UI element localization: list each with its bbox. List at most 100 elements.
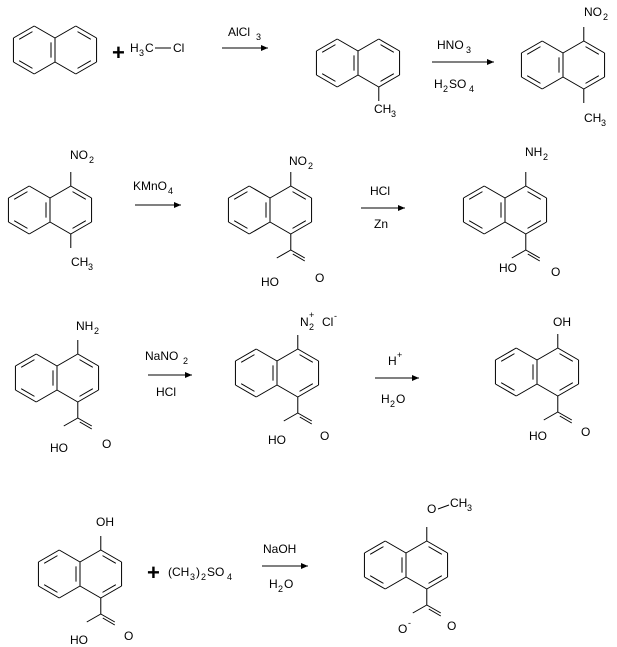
mol11-o-label: O xyxy=(447,619,456,633)
ring-bond xyxy=(336,74,359,88)
4-hydroxy-1-naphthoic-acid-start xyxy=(37,536,123,626)
svg-text:O: O xyxy=(398,622,407,636)
ring-bond xyxy=(228,221,250,235)
ring-bond xyxy=(56,389,79,403)
ring-bond xyxy=(49,185,72,199)
carboxyl-oh-bond xyxy=(276,249,292,259)
carboxyl-co-double-bond xyxy=(292,253,306,262)
mol9-ho-label: HO xyxy=(529,429,547,443)
ring-bond xyxy=(495,347,517,361)
ring-bond xyxy=(290,221,312,235)
svg-text:CH: CH xyxy=(374,102,391,116)
svg-text:2: 2 xyxy=(543,152,548,162)
ring-bond xyxy=(515,383,538,397)
ring-bond xyxy=(235,348,257,362)
ring-bond xyxy=(235,384,257,398)
double-bond xyxy=(527,191,542,200)
double-bond xyxy=(240,383,255,392)
ring-bond xyxy=(316,74,338,88)
ring-bond xyxy=(525,221,547,235)
ring-bond xyxy=(364,540,386,554)
mol9-o-label: O xyxy=(581,425,590,439)
svg-text:NO: NO xyxy=(584,5,602,19)
double-bond xyxy=(233,220,248,229)
svg-text:-: - xyxy=(408,618,411,628)
ring-bond xyxy=(557,347,579,361)
ring-bond xyxy=(38,549,60,563)
mc-h: H xyxy=(130,41,139,55)
mc-cl: Cl xyxy=(173,41,184,55)
mol7-o-label: O xyxy=(102,437,111,451)
ring-bond xyxy=(536,383,559,397)
double-bond xyxy=(299,354,314,363)
carboxyl-co-double-bond xyxy=(527,253,541,262)
ring-bond xyxy=(54,25,77,39)
svg-text:): ) xyxy=(196,565,200,579)
carboxyl-oh-bond xyxy=(412,604,428,614)
double-bond xyxy=(500,382,515,391)
dimethyl-sulfate: (CH 3 ) 2 SO 4 xyxy=(168,565,232,582)
4-carboxy-naphthalene-diazonium-chloride xyxy=(234,335,320,425)
double-bond xyxy=(18,60,33,69)
ring-bond xyxy=(515,347,538,361)
svg-text:O: O xyxy=(396,392,405,406)
mol6-ho-label: HO xyxy=(499,261,517,275)
svg-text:3: 3 xyxy=(466,45,471,55)
svg-text:(CH: (CH xyxy=(168,565,189,579)
mol7-nh2-label: NH 2 xyxy=(76,319,99,336)
svg-text:2: 2 xyxy=(443,84,448,94)
mol3-ch3-label: CH 3 xyxy=(584,111,606,128)
ring-bond xyxy=(357,38,380,52)
mol8-n2-label: N 2 + Cl - xyxy=(300,310,337,332)
ring-bond xyxy=(100,549,122,563)
arrow-step-6: H + H 2 O xyxy=(375,350,419,409)
ring-bond xyxy=(336,38,359,52)
mol9-oh-label: OH xyxy=(553,315,571,329)
ring-bond xyxy=(255,348,278,362)
methyl-chloride: H 3 C Cl xyxy=(130,41,184,58)
mol10-ho-label: HO xyxy=(70,633,88,647)
carboxyl-oh-bond xyxy=(86,613,102,623)
ring-bond xyxy=(364,576,386,590)
ring-bond xyxy=(35,389,58,403)
4-amino-1-naphthoic-acid xyxy=(462,172,548,262)
double-bond xyxy=(526,46,541,55)
mol3-no2-label: NO 2 xyxy=(584,5,608,22)
ring-bond xyxy=(276,384,299,398)
mol4-no2-label: NO 2 xyxy=(70,148,94,165)
carboxyl-co-double-bond xyxy=(299,416,313,425)
svg-text:3: 3 xyxy=(88,262,93,272)
double-bond xyxy=(380,73,395,82)
double-bond xyxy=(233,191,248,200)
ring-bond xyxy=(521,76,543,90)
ring-bond xyxy=(38,585,60,599)
ring-bond xyxy=(384,540,407,554)
mol8-ho-label: HO xyxy=(268,433,286,447)
svg-text:2: 2 xyxy=(94,326,99,336)
4-nitro-1-naphthoic-acid xyxy=(227,172,313,262)
svg-text:2: 2 xyxy=(201,572,206,582)
double-bond xyxy=(72,220,87,229)
ring-bond xyxy=(248,185,271,199)
double-bond xyxy=(240,354,255,363)
double-bond xyxy=(79,388,94,397)
ring-bond xyxy=(426,576,448,590)
reagent-hno3: HNO xyxy=(437,38,464,52)
ring-bond xyxy=(255,384,278,398)
reagent-naoh: NaOH xyxy=(263,542,296,556)
ring-bond xyxy=(54,61,77,75)
ring-bond xyxy=(463,221,485,235)
ring-bond xyxy=(297,348,319,362)
svg-text:4: 4 xyxy=(227,572,232,582)
double-bond xyxy=(559,382,574,391)
4-methoxy-1-naphthoate xyxy=(363,527,449,617)
svg-text:SO: SO xyxy=(207,565,224,579)
ring-bond xyxy=(13,25,35,39)
ring-bond xyxy=(228,185,250,199)
reagent-h-plus: H xyxy=(388,354,397,368)
reagent-alcl3-sub: 3 xyxy=(256,32,261,42)
double-bond xyxy=(369,575,384,584)
ring-bond xyxy=(536,347,559,361)
svg-text:O: O xyxy=(284,577,293,591)
ring-bond xyxy=(35,353,58,367)
